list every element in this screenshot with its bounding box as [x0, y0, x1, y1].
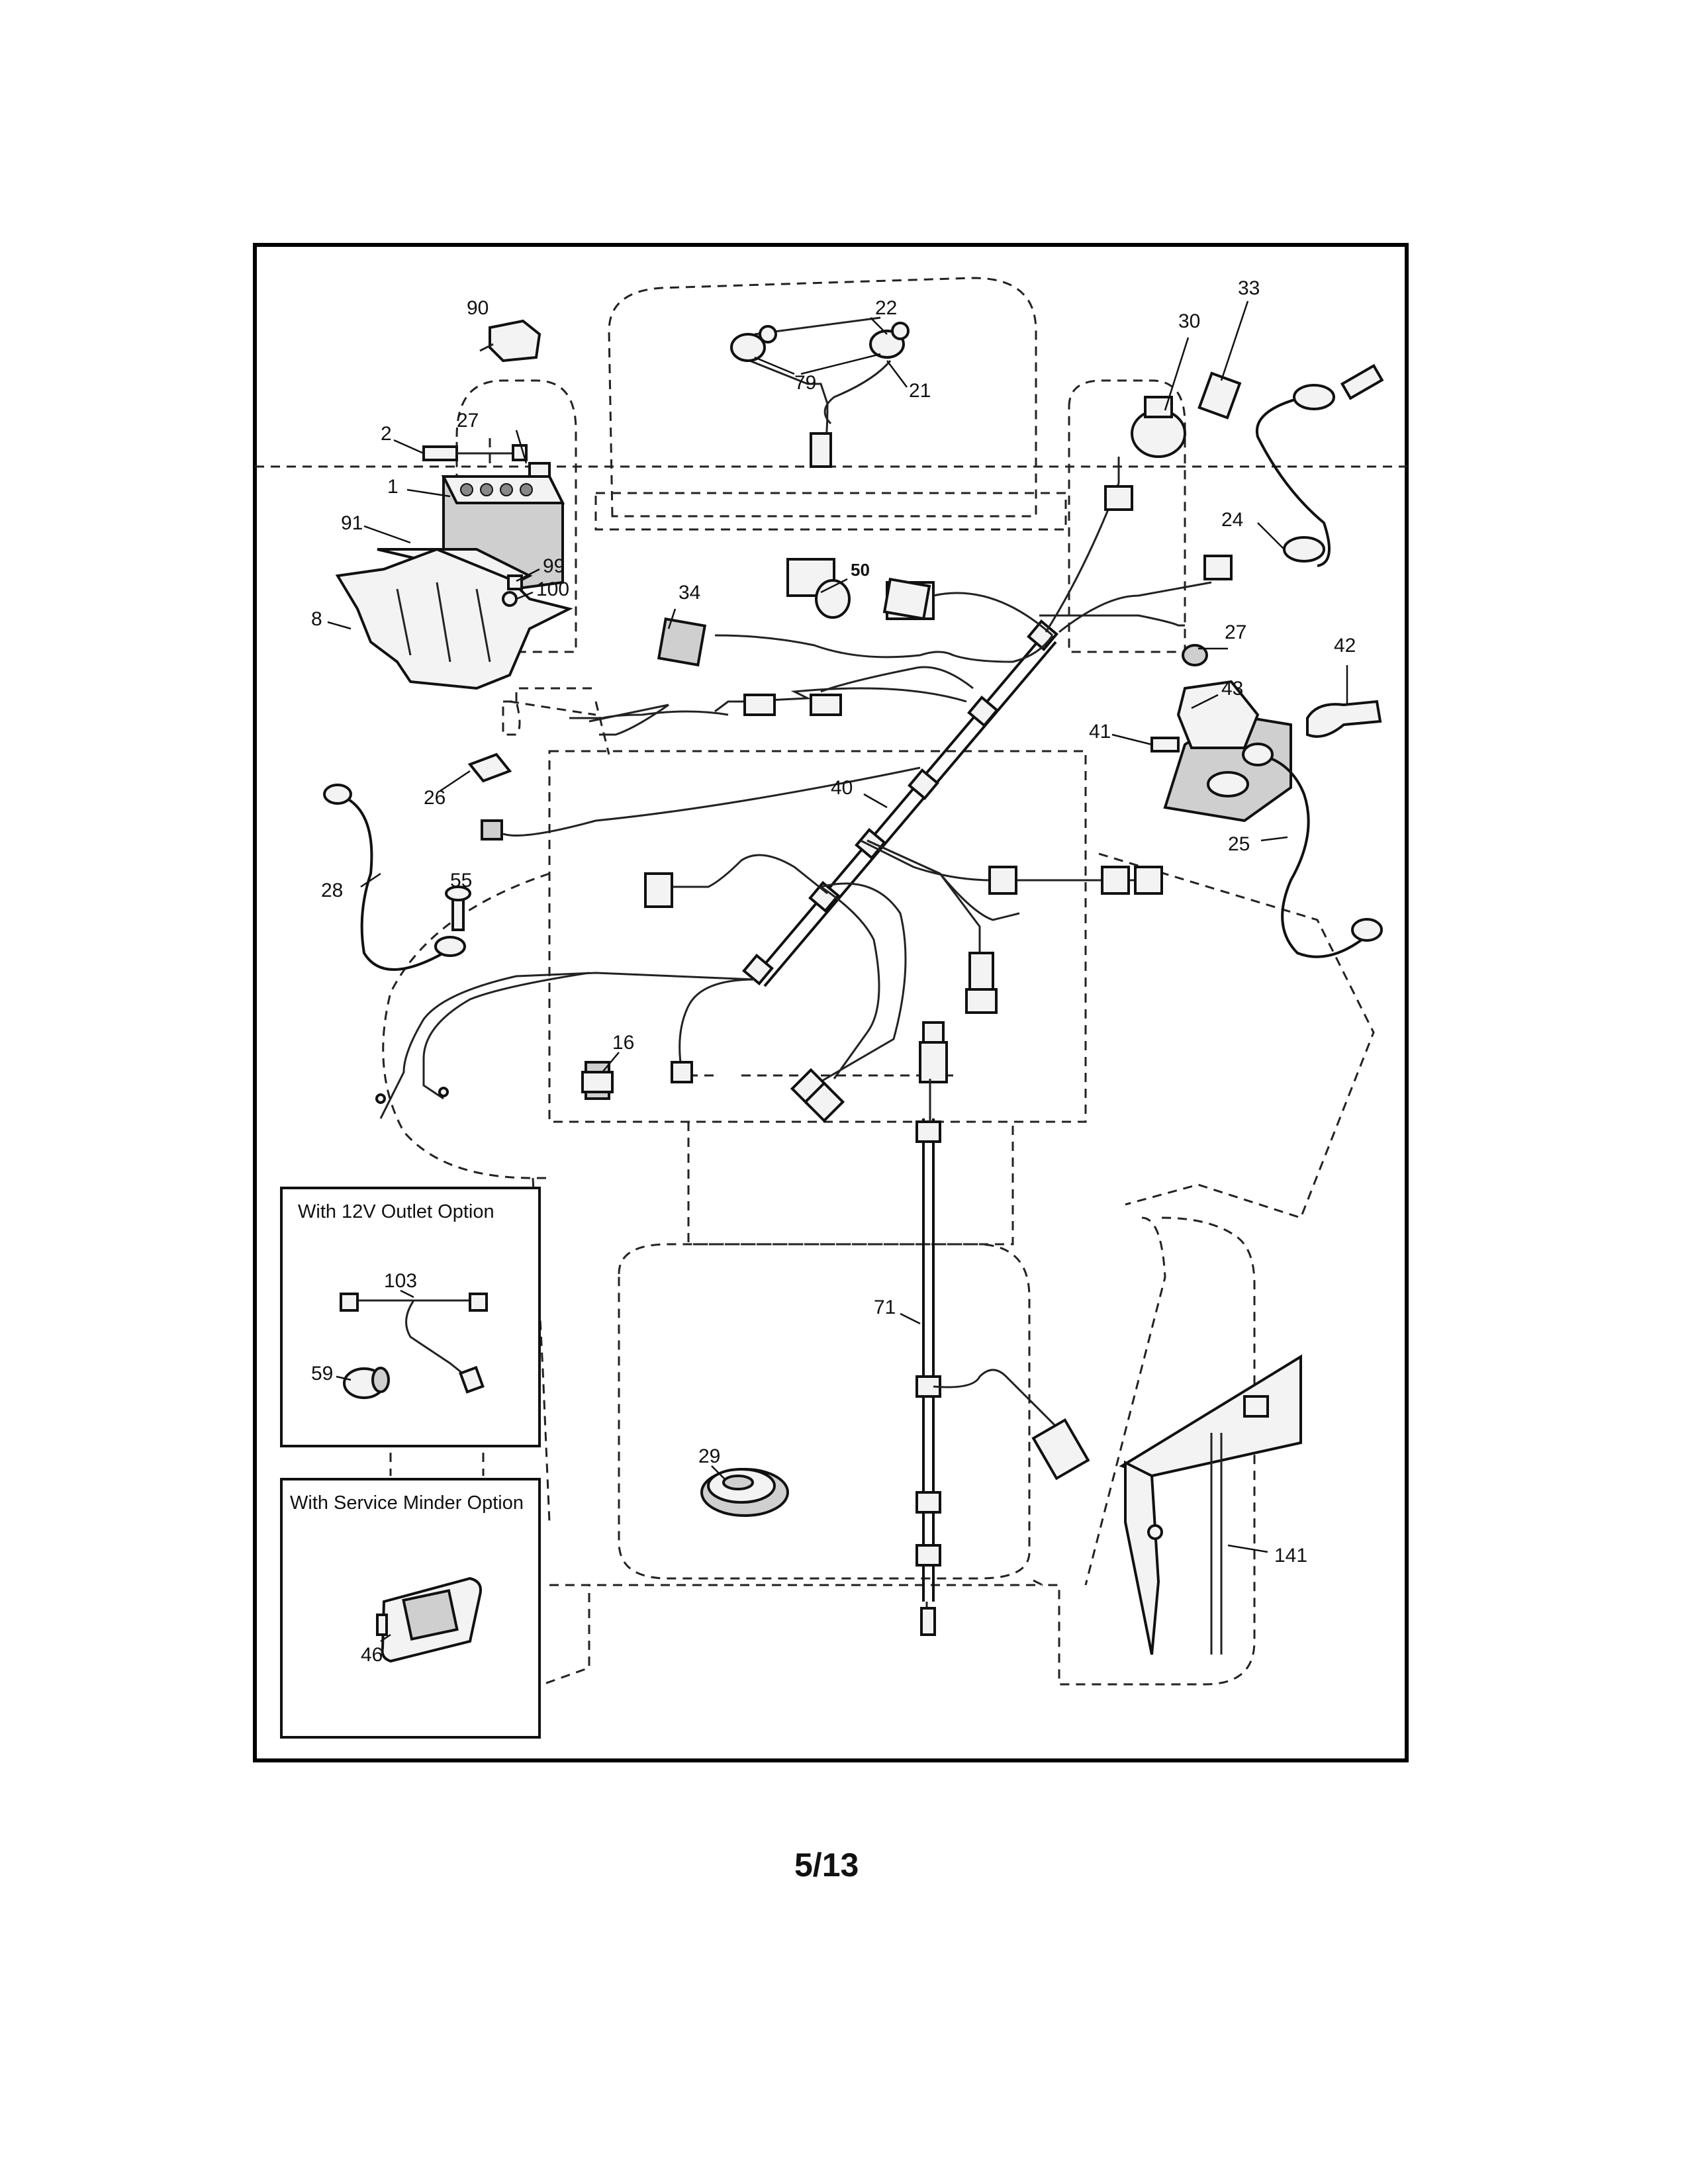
callout-8: 8 — [311, 608, 322, 630]
callout-2: 2 — [381, 423, 392, 445]
misc-parts — [467, 558, 931, 1100]
callout-59: 59 — [311, 1363, 333, 1385]
callout-16: 16 — [612, 1032, 634, 1054]
callout-100: 100 — [536, 578, 569, 600]
callout-55: 55 — [450, 870, 472, 891]
callout-141: 141 — [1274, 1545, 1307, 1567]
callout-27-solenoid: 27 — [1225, 621, 1246, 643]
callout-leaders — [327, 300, 1348, 1553]
callout-21: 21 — [909, 380, 931, 402]
callout-34: 34 — [679, 582, 700, 604]
tractor-outline — [255, 277, 1407, 1686]
callout-90: 90 — [467, 297, 489, 319]
callout-79: 79 — [794, 372, 816, 394]
cable-25 — [1242, 743, 1383, 958]
part-29 — [700, 1468, 789, 1517]
inset-minder-title: With Service Minder Option — [290, 1492, 524, 1514]
callout-24: 24 — [1221, 509, 1243, 531]
callout-42: 42 — [1334, 635, 1356, 657]
callout-41: 41 — [1089, 721, 1111, 743]
callout-43: 43 — [1221, 678, 1243, 700]
cable-24 — [1255, 363, 1384, 567]
part-141 — [1119, 1354, 1302, 1655]
diagram-frame — [253, 243, 1409, 1762]
cable-28 — [323, 784, 471, 971]
callout-33: 33 — [1238, 277, 1260, 299]
callout-28: 28 — [321, 880, 343, 901]
callout-29: 29 — [698, 1445, 720, 1467]
callout-25: 25 — [1228, 833, 1250, 855]
page-number: 5/13 — [794, 1846, 859, 1884]
battery-group — [335, 444, 573, 690]
part-90 — [479, 319, 541, 363]
headlight-harness — [730, 316, 910, 468]
callout-labels: 22 21 79 90 30 33 24 27 42 43 41 25 40 3… — [311, 277, 1356, 1567]
inset-outlet-title: With 12V Outlet Option — [298, 1201, 494, 1222]
callout-99: 99 — [543, 555, 565, 577]
callout-22: 22 — [875, 297, 897, 319]
callout-50: 50 — [851, 560, 870, 580]
callout-46: 46 — [361, 1644, 383, 1666]
inset-12v-outlet: With 12V Outlet Option 103 59 — [280, 1187, 541, 1447]
callout-71: 71 — [874, 1297, 896, 1318]
callout-27-battery: 27 — [457, 410, 479, 432]
inset-service-minder: With Service Minder Option 46 — [280, 1478, 541, 1739]
callout-40: 40 — [831, 777, 853, 799]
ignition-switch — [1131, 371, 1242, 458]
callout-1: 1 — [387, 476, 399, 498]
callout-26: 26 — [424, 787, 445, 809]
solenoid — [1150, 644, 1382, 823]
callout-30: 30 — [1178, 310, 1200, 332]
harness-71 — [915, 1021, 1090, 1636]
callout-103: 103 — [384, 1270, 417, 1292]
callout-91: 91 — [341, 512, 363, 534]
